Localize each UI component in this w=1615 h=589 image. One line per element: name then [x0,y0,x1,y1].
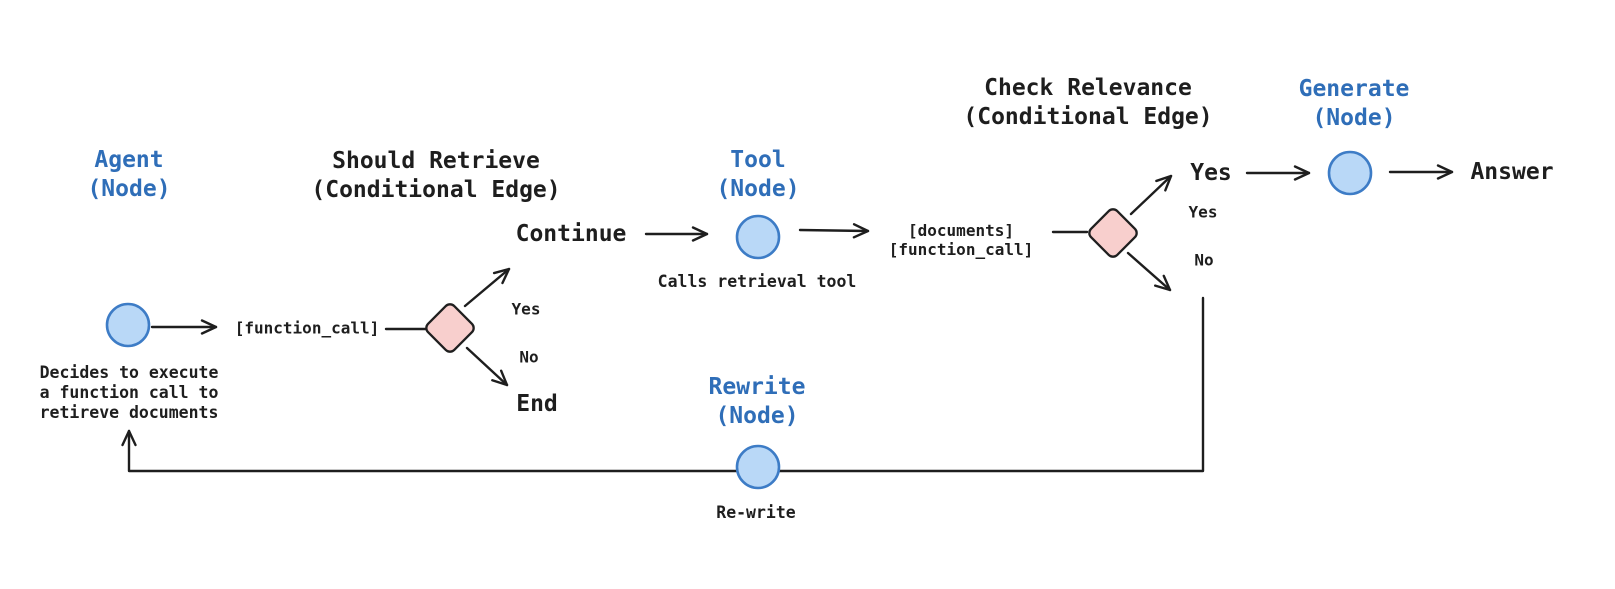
tool-title: Tool [730,147,786,173]
check-relevance-diamond [1088,208,1138,258]
generate-subtitle: (Node) [1312,105,1396,131]
retrieve-no-label: No [519,347,539,367]
function-call-label: [function_call] [234,318,380,338]
rewrite-node-circle [735,444,781,490]
agent-subtitle: (Node) [87,176,171,202]
continue-label: Continue [515,221,627,247]
flow-arrow [150,319,218,335]
should-retrieve-subtitle: (Conditional Edge) [311,177,561,203]
answer-label: Answer [1470,159,1554,185]
relevance-yes-label: Yes [1188,202,1218,222]
rewrite-title: Rewrite [708,374,806,400]
flow-arrow [121,296,1205,473]
tool-node-circle [735,214,781,260]
rewrite-caption: Re-write [716,503,796,523]
flow-arrow [465,346,509,387]
check-relevance-label: Check Relevance (Conditional Edge) [963,74,1212,132]
agent-node-circle [105,302,151,348]
tool-subtitle: (Node) [716,176,800,202]
agent-caption-line2: a function call to [39,382,219,402]
documents-label: [documents] [function_call] [889,221,1034,259]
flow-arrow [798,223,870,239]
documents-line1: [documents] [908,221,1014,240]
tool-node-label: Tool (Node) [716,146,799,204]
flow-arrow [1126,251,1172,292]
check-relevance-title: Check Relevance [984,75,1192,101]
agent-caption-line1: Decides to execute [39,363,219,382]
documents-line2: [function_call] [888,240,1034,259]
generate-title: Generate [1298,76,1410,102]
relevance-yes-flow-label: Yes [1190,160,1232,186]
rewrite-subtitle: (Node) [715,403,799,429]
relevance-no-label: No [1194,250,1214,270]
retrieve-yes-label: Yes [511,299,541,319]
rewrite-node-label: Rewrite (Node) [709,373,806,431]
agent-title: Agent [94,147,164,173]
flow-arrow [1245,165,1311,181]
flow-arrow [463,267,511,308]
should-retrieve-diamond [425,303,475,353]
flow-arrow [1129,174,1173,216]
agent-node-label: Agent (Node) [87,146,170,204]
generate-node-label: Generate (Node) [1299,75,1410,133]
agent-caption: Decides to execute a function call to re… [40,363,219,422]
check-relevance-subtitle: (Conditional Edge) [963,104,1213,130]
agent-caption-line3: retireve documents [39,402,219,422]
tool-caption: Calls retrieval tool [657,272,857,292]
flow-arrow [1388,164,1454,180]
end-label: End [516,391,558,417]
arrows-layer [121,164,1454,473]
nodes-layer [105,150,1373,490]
generate-node-circle [1327,150,1373,196]
should-retrieve-title: Should Retrieve [332,148,540,174]
should-retrieve-label: Should Retrieve (Conditional Edge) [311,147,560,205]
flow-arrow [644,226,709,242]
